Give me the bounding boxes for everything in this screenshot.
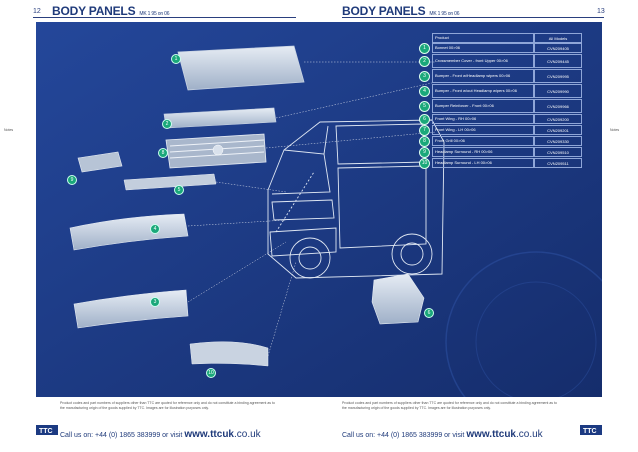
website-suffix: .co.uk [234,429,261,440]
product-cell: Crossmember Cover - front Upper 00>06 [432,54,534,68]
part-code-cell: CVN209330 [534,136,582,146]
website-name: ttcuk [210,429,234,440]
callout-badge: 9 [67,175,77,185]
product-cell: Front Wing - LH 00>06 [432,125,534,135]
page-footer: Product codes and part numbers of suppli… [0,397,638,452]
ttc-logo-left: TTC [36,425,58,435]
part-code-cell: CVN209201 [534,125,582,135]
left-page-number: 12 [33,8,41,15]
product-cell: Headlamp Surround - RH 00>06 [432,147,534,157]
part-code-cell: CVN209511 [534,158,582,168]
right-notes-label: Notes [610,128,620,132]
website-www: www. [184,429,211,440]
website-suffix: .co.uk [516,429,543,440]
product-cell: Bumper - Front w/Headlamp wipers 00>06 [432,69,534,83]
row-number-badge: 3 [419,71,430,82]
right-page-number: 13 [597,8,605,15]
part-code-cell: CVN209405 [534,43,582,53]
parts-illustration-panel: 1 2 8 9 5 4 3 6 10 [36,22,602,397]
body-panels-illustration [36,22,602,397]
part-code-cell: CVN209995 [534,69,582,83]
left-call-line: Call us on: +44 (0) 1865 383999 or visit… [60,429,261,440]
call-text: Call us on: +44 (0) 1865 383999 or visit [342,432,465,439]
part-code-cell: CVN209445 [534,54,582,68]
left-header-rule [33,17,296,18]
website-name: ttcuk [492,429,516,440]
product-cell: Front Grill 00>06 [432,136,534,146]
right-header-rule [342,17,604,18]
front-wing-part [371,273,425,325]
part-code-cell: CVN209200 [534,114,582,124]
right-page-subtitle: MK 1 95 on 06 [429,11,460,17]
left-page-subtitle: MK 1 95 on 06 [139,11,170,17]
left-disclaimer: Product codes and part numbers of suppli… [60,401,275,410]
right-notes-margin: Notes [602,22,638,397]
front-bumper-part-upper [69,213,189,251]
svg-text:TTC: TTC [39,428,53,435]
row-number-badge: 5 [419,101,430,112]
product-cell: Bonnet 00>06 [432,43,534,53]
part-code-cell: CVN209510 [534,147,582,157]
leader-lines [187,61,437,357]
row-number-badge: 1 [419,43,430,54]
right-disclaimer: Product codes and part numbers of suppli… [342,401,557,410]
part-code-cell: CVN209990 [534,84,582,98]
left-notes-margin: Notes [0,22,36,397]
product-cell: Bumper Reinforcer - Front 00>06 [432,99,534,113]
bonnet-part [177,45,305,91]
right-call-line: Call us on: +44 (0) 1865 383999 or visit… [342,429,543,440]
callout-badge: 3 [150,297,160,307]
header-all-models: All Models [534,33,582,43]
callout-badge: 4 [150,224,160,234]
svg-text:TTC: TTC [583,428,597,435]
callout-badge: 5 [174,185,184,195]
website-www: www. [466,429,493,440]
parts-table-header: Product All Models [432,33,582,43]
call-text: Call us on: +44 (0) 1865 383999 or visit [60,432,183,439]
product-cell: Headlamp Surround - LH 00>06 [432,158,534,168]
row-number-badge: 9 [419,147,430,158]
headlamp-surround-part [77,151,123,173]
row-number-badge: 8 [419,136,430,147]
callout-badge: 6 [424,308,434,318]
front-grill-part [165,133,267,169]
callout-badge: 2 [162,119,172,129]
row-number-badge: 4 [419,86,430,97]
lower-bumper-reinforcer-part [189,341,269,367]
part-code-cell: CVN209966 [534,99,582,113]
row-number-badge: 2 [419,56,430,67]
row-number-badge: 7 [419,125,430,136]
ttc-logo-right: TTC [580,425,602,435]
row-number-badge: 10 [419,158,430,169]
product-cell: Front Wing - RH 00>06 [432,114,534,124]
product-cell: Bumper - Front w/out Headlamp wipers 00>… [432,84,534,98]
header-product: Product [432,33,534,43]
row-number-badge: 6 [419,114,430,125]
left-notes-label: Notes [4,128,14,132]
callout-badge: 1 [171,54,181,64]
callout-badge: 10 [206,368,216,378]
bumper-reinforcer-part [123,173,217,191]
callout-badge: 8 [158,148,168,158]
